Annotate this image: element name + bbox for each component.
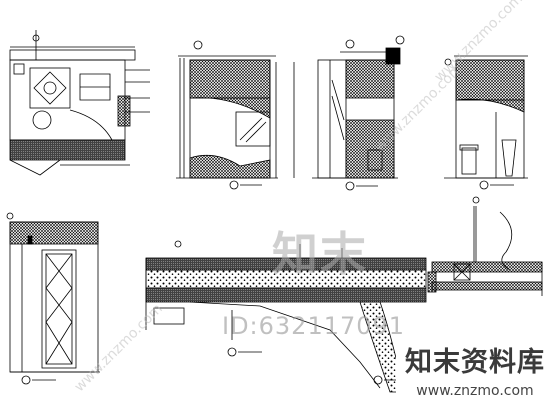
detail-view-7 [427, 196, 543, 296]
elevation-view-5 [6, 212, 100, 385]
brand-badge: 知末资料库 www.znzmo.com [396, 336, 554, 412]
watermark-logo: 知末 [272, 227, 368, 281]
elevation-view-4 [444, 55, 528, 190]
elevation-view-2 [176, 40, 278, 190]
watermark-id: ID:632117091 [222, 312, 406, 340]
section-view-6 [145, 240, 427, 393]
plan-view-1 [9, 30, 150, 176]
elevation-view-3 [293, 35, 405, 191]
brand-url: www.znzmo.com [416, 383, 534, 399]
brand-name: 知末资料库 [405, 347, 545, 378]
